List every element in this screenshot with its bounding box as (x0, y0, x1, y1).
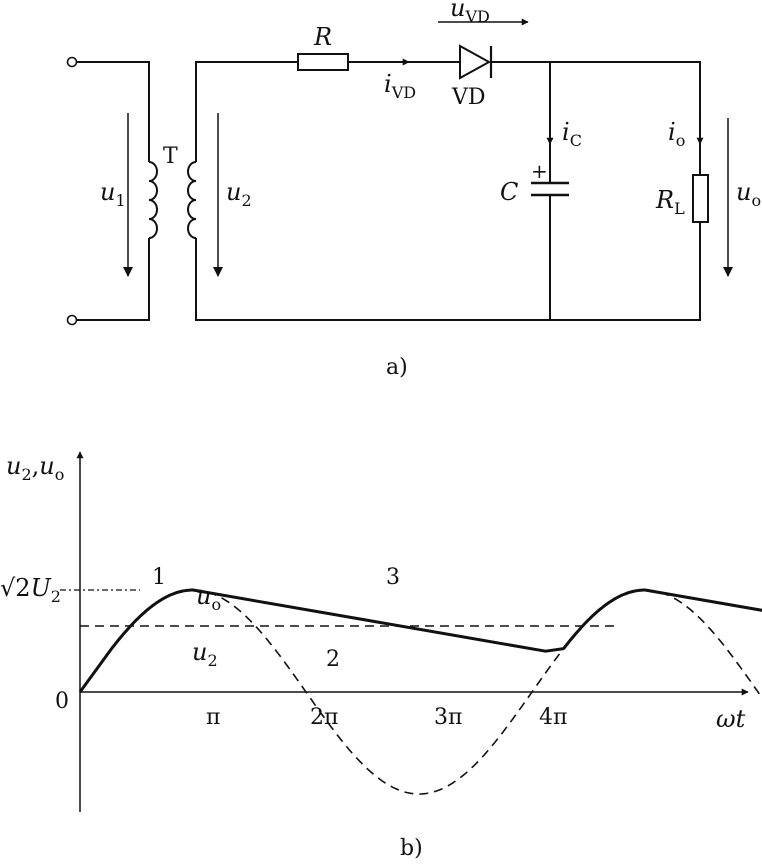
x-axis-label: ωt (716, 705, 746, 733)
load-label: RL (655, 186, 685, 218)
waveform-diagram: u2,uo √2U2 0 ωt π 2π 3π 4π 1 2 3 uo u2 b… (0, 451, 762, 861)
io-label: io (668, 118, 685, 150)
uo-curve (78, 588, 762, 693)
uo-label: uo (736, 178, 761, 210)
caption-a: a) (386, 355, 408, 380)
ic-label: iC (562, 118, 582, 150)
ivd-label: iVD (384, 70, 416, 102)
diode-vd (459, 44, 493, 80)
point-3-label: 3 (386, 565, 400, 590)
point-1-label: 1 (152, 565, 166, 590)
input-terminal-top (66, 56, 78, 68)
capacitor-label: C (500, 178, 518, 206)
input-terminal-bottom (66, 314, 78, 326)
u2-label: u2 (226, 178, 252, 210)
tick-2pi: 2π (310, 705, 338, 730)
uvd-label: uVD (450, 0, 490, 26)
load-resistor (692, 174, 709, 223)
bottom-rail (195, 222, 701, 321)
tick-pi: π (206, 705, 220, 730)
peak-label: √2U2 (0, 574, 61, 606)
y-axis-label: u2,uo (6, 452, 64, 484)
u2-curve-label: u2 (192, 638, 218, 670)
circuit-diagram: u1 T u2 R iVD uVD VD iC + C io RL uo a) (66, 0, 761, 380)
secondary-coil (187, 161, 197, 239)
u1-label: u1 (100, 178, 126, 210)
primary-coil (148, 161, 158, 239)
tick-4pi: 4π (539, 705, 567, 730)
transformer-label: T (163, 144, 178, 169)
origin-label: 0 (55, 689, 69, 714)
diode-label: VD (451, 85, 486, 110)
tick-3pi: 3π (434, 705, 462, 730)
resistor-label: R (313, 23, 332, 51)
uo-curve-label: uo (196, 582, 221, 614)
point-2-label: 2 (326, 647, 340, 672)
capacitor-plus: + (531, 159, 548, 183)
caption-b: b) (400, 836, 423, 861)
resistor-r (297, 53, 349, 71)
primary-wire (77, 61, 150, 321)
capacitor-c (531, 62, 569, 320)
top-rail (195, 61, 701, 175)
